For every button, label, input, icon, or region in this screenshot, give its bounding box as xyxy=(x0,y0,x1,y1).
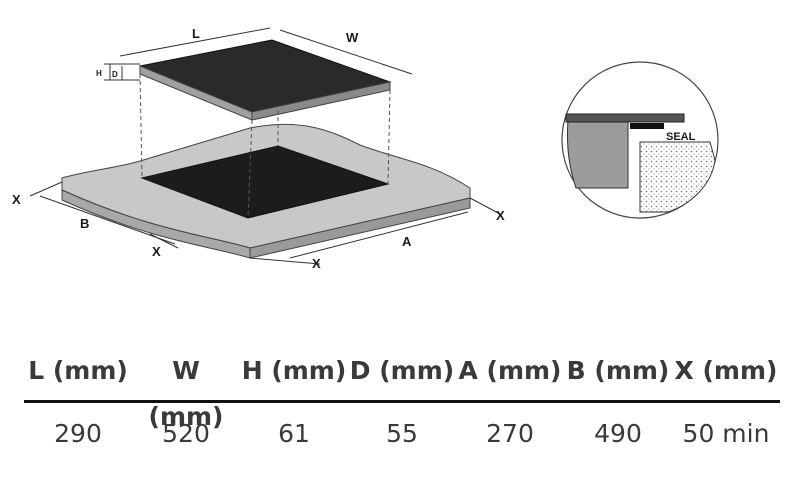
label-seal: SEAL xyxy=(666,131,696,143)
seal-detail: SEAL xyxy=(561,61,719,219)
value-h: 61 xyxy=(278,419,310,448)
table-row: 290 520 61 55 270 490 50 min xyxy=(24,403,780,465)
label-d: D xyxy=(112,70,118,79)
label-x-front: X xyxy=(152,244,161,259)
table-divider xyxy=(24,400,780,403)
label-x-left: X xyxy=(12,192,21,207)
header-l: L (mm) xyxy=(28,356,128,385)
header-h: H (mm) xyxy=(241,356,347,385)
value-b: 490 xyxy=(594,419,642,448)
table-header-row: L (mm) W (mm) H (mm) D (mm) A (mm) B (mm… xyxy=(24,348,780,431)
header-x: X (mm) xyxy=(674,356,778,385)
header-d: D (mm) xyxy=(349,356,455,385)
label-h: H xyxy=(96,69,102,78)
label-a: A xyxy=(402,234,412,249)
value-d: 55 xyxy=(386,419,418,448)
label-w: W xyxy=(346,30,359,45)
header-b: B (mm) xyxy=(566,356,670,385)
value-a: 270 xyxy=(486,419,534,448)
header-w: W (mm) xyxy=(148,356,224,431)
installation-diagram: L W H D X B X X A X SEAL xyxy=(12,26,719,271)
label-x-right: X xyxy=(496,208,505,223)
label-x-bottom: X xyxy=(312,256,321,271)
label-b: B xyxy=(80,216,89,231)
value-w: 520 xyxy=(162,419,210,448)
label-l: L xyxy=(192,26,200,41)
value-x: 50 min xyxy=(682,419,770,448)
value-l: 290 xyxy=(54,419,102,448)
dimensions-table: L (mm) W (mm) H (mm) D (mm) A (mm) B (mm… xyxy=(24,348,780,465)
header-a: A (mm) xyxy=(458,356,562,385)
hob xyxy=(138,39,392,121)
